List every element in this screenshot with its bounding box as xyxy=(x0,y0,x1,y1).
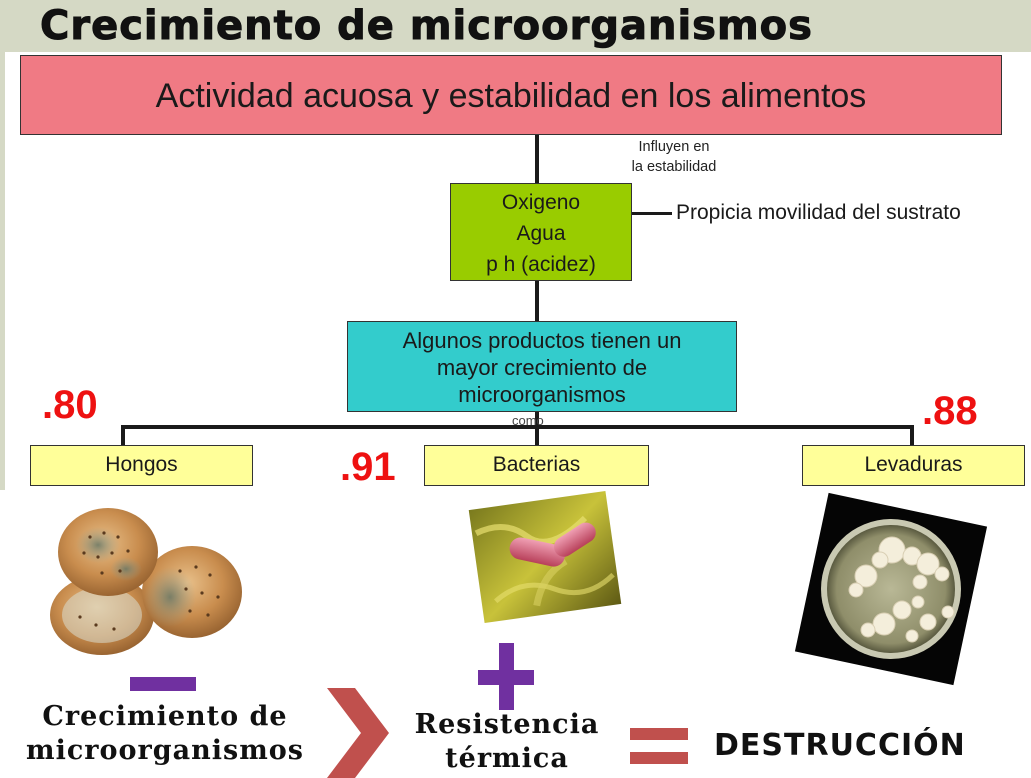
connector-products-to-bar xyxy=(535,412,539,427)
equation-result: DESTRUCCIÓN xyxy=(714,728,966,763)
leaf-box-bacterias: Bacterias xyxy=(424,445,649,486)
products-line: microorganismos xyxy=(458,382,626,407)
leaf-box-levaduras: Levaduras xyxy=(802,445,1025,486)
aw-value-bacterias: .91 xyxy=(340,445,396,489)
equation-term-line: térmica xyxy=(445,743,569,774)
connector-horizontal-bar xyxy=(121,425,914,429)
connector-word: como xyxy=(512,413,544,428)
page-title: Crecimiento de microorganismos xyxy=(40,3,813,50)
equation-term-line: Crecimiento de xyxy=(42,701,288,732)
equation-term-resistance: Resistencia térmica xyxy=(396,708,618,776)
connector-factors-to-products xyxy=(535,281,539,321)
factor-item: Agua xyxy=(516,222,566,245)
yeast-petri-dish-image xyxy=(794,492,988,686)
products-box: Algunos productos tienen un mayor crecim… xyxy=(347,321,737,412)
connector-main-to-factors xyxy=(535,135,539,183)
bacteria-micrograph-image xyxy=(468,490,622,624)
products-line: Algunos productos tienen un xyxy=(402,328,682,353)
side-note: Propicia movilidad del sustrato xyxy=(676,201,961,224)
equation-term-line: Resistencia xyxy=(414,709,600,740)
products-line: mayor crecimiento de xyxy=(436,355,648,380)
connector-side-note xyxy=(632,212,672,215)
influence-note-line: la estabilidad xyxy=(631,159,717,175)
aw-value-levaduras: .88 xyxy=(922,389,978,433)
factors-box: Oxigeno Agua p h (acidez) xyxy=(450,183,632,281)
plus-sign-vertical xyxy=(499,643,514,710)
connector-to-hongos xyxy=(121,425,125,445)
connector-to-levaduras xyxy=(910,425,914,445)
equals-sign-top xyxy=(630,728,688,740)
influence-note-line: Influyen en xyxy=(638,139,710,155)
chevron-right-icon xyxy=(327,688,389,778)
factor-item: p h (acidez) xyxy=(486,253,596,276)
influence-note: Influyen en la estabilidad xyxy=(612,137,736,177)
main-topic-box: Actividad acuosa y estabilidad en los al… xyxy=(20,55,1002,135)
equation-term-line: microorganismos xyxy=(26,735,304,766)
leaf-box-hongos: Hongos xyxy=(30,445,253,486)
minus-sign xyxy=(130,677,196,691)
aw-value-hongos: .80 xyxy=(42,383,98,427)
moldy-bread-image xyxy=(50,508,242,655)
equals-sign-bottom xyxy=(630,752,688,764)
factor-item: Oxigeno xyxy=(501,191,581,214)
header-band xyxy=(0,0,1031,52)
connector-to-bacterias xyxy=(535,425,539,445)
left-accent-strip xyxy=(0,52,5,490)
equation-term-growth: Crecimiento de microorganismos xyxy=(0,700,330,768)
